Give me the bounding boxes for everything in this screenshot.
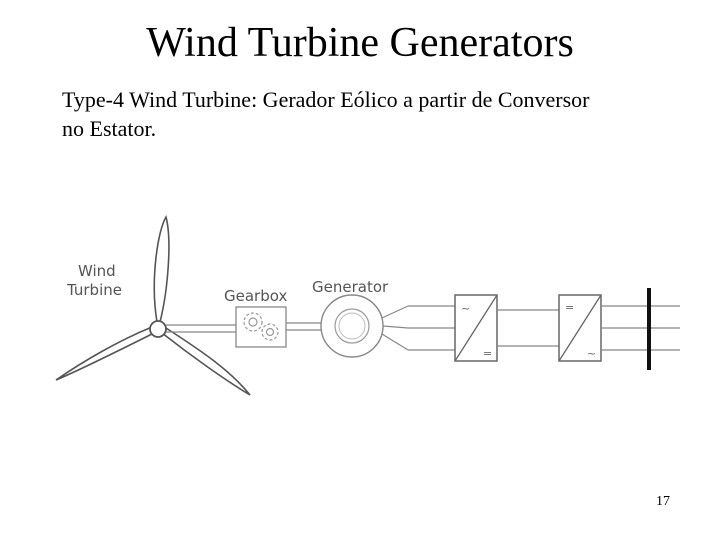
drive-shaft xyxy=(166,322,322,333)
gear-icon xyxy=(243,312,279,341)
gearbox xyxy=(235,306,287,348)
generator-label: Generator xyxy=(312,278,389,296)
turbine-hub xyxy=(149,320,167,338)
generator xyxy=(320,294,384,358)
turbine-blade-top xyxy=(153,214,170,323)
turbine-blade-left xyxy=(55,325,155,381)
slide-text: Type-4 Wind Turbine: Gerador Eólico a pa… xyxy=(62,86,682,143)
converter-ac-dc: ~ = xyxy=(454,294,498,362)
grid-busbar xyxy=(647,288,651,370)
slide-text-line-1: Type-4 Wind Turbine: Gerador Eólico a pa… xyxy=(62,87,590,112)
slide-text-line-2: no Estator. xyxy=(62,115,157,141)
gearbox-label: Gearbox xyxy=(224,287,287,305)
grid-lines xyxy=(601,305,680,351)
page-number: 17 xyxy=(656,494,670,509)
generator-rotor xyxy=(334,308,370,344)
converter-dc-ac: = ~ xyxy=(558,294,602,362)
turbine-blades xyxy=(55,214,251,396)
converter-1-dc-symbol: = xyxy=(483,347,492,360)
generator-rotor-gap xyxy=(338,312,366,340)
wind-turbine-label-line-1: Wind xyxy=(78,262,116,280)
converter-1-ac-symbol: ~ xyxy=(461,302,470,315)
converter-2-dc-symbol: = xyxy=(565,301,574,314)
stator-leads xyxy=(381,305,455,351)
turbine-blade-right xyxy=(160,326,251,396)
wind-turbine-diagram: Wind Turbine Gearbox Generator xyxy=(55,214,680,396)
wind-turbine-label-line-2: Turbine xyxy=(66,281,122,299)
slide-title: Wind Turbine Generators xyxy=(146,20,574,66)
converter-2-ac-symbol: ~ xyxy=(587,347,596,360)
dc-link xyxy=(497,309,559,347)
